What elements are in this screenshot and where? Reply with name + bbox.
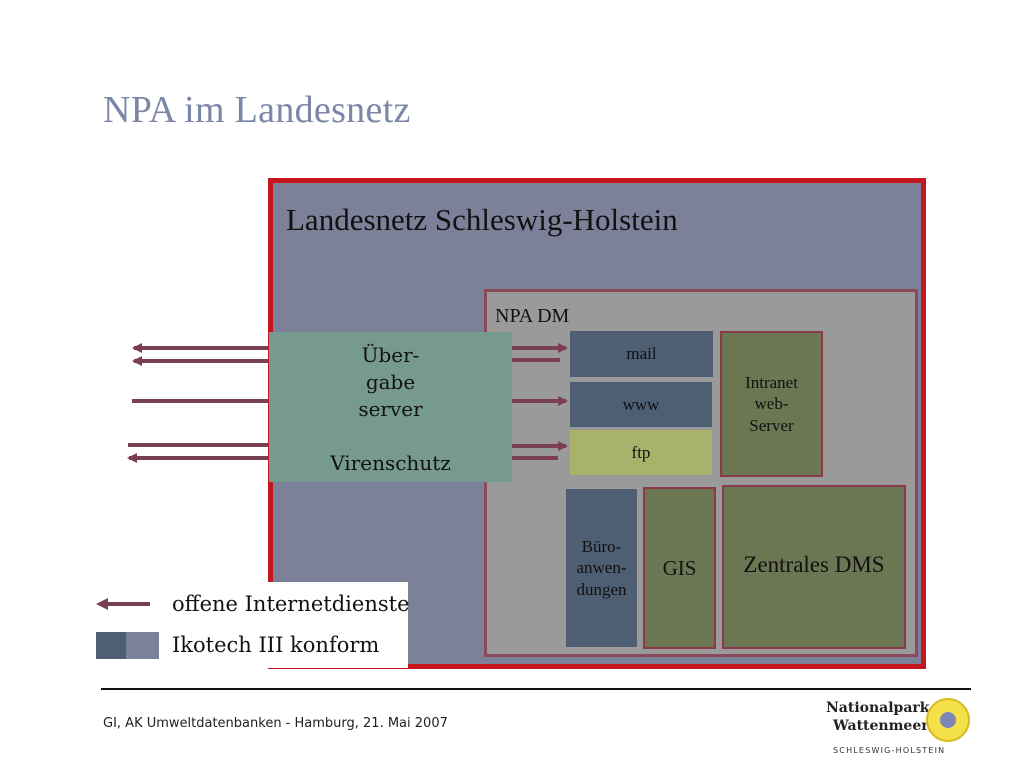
- buero-line-2: anwen-: [576, 558, 627, 578]
- npa-dm-label: NPA DM: [495, 305, 570, 327]
- uebergabe-line-3: server: [358, 397, 423, 421]
- ftp-box: ftp: [570, 430, 712, 475]
- uebergabe-line-1: Über-: [361, 343, 420, 367]
- logo-line-region: SCHLESWIG-HOLSTEIN: [833, 746, 946, 755]
- www-label: www: [622, 394, 660, 414]
- dms-label: Zentrales DMS: [743, 552, 885, 577]
- ftp-label: ftp: [631, 442, 651, 462]
- gis-box: GIS: [643, 487, 716, 649]
- buero-line-3: dungen: [576, 579, 627, 599]
- intranet-line-1: Intranet: [745, 373, 798, 393]
- bueroanwendungen-box: Büro- anwen- dungen: [566, 489, 637, 647]
- mail-box: mail: [570, 331, 713, 377]
- legend-swatch-dark: [96, 632, 126, 659]
- intranet-line-2: web-: [754, 394, 789, 414]
- footer-divider: [101, 688, 971, 690]
- www-box: www: [570, 382, 712, 427]
- intranet-web-server-box: Intranet web- Server: [720, 331, 823, 477]
- gis-label: GIS: [662, 555, 697, 580]
- slide-title: NPA im Landesnetz: [103, 89, 411, 131]
- mail-label: mail: [626, 344, 657, 364]
- uebergabe-line-4: Virenschutz: [330, 451, 451, 475]
- legend-swatch-light: [126, 632, 159, 659]
- logo-line-nationalpark: Nationalpark: [826, 700, 930, 716]
- logo-line-wattenmeer: Wattenmeer: [833, 718, 929, 734]
- landesnetz-title: Landesnetz Schleswig-Holstein: [286, 202, 678, 237]
- buero-line-1: Büro-: [581, 537, 622, 557]
- nationalpark-logo-icon: [926, 698, 970, 742]
- uebergabe-line-2: gabe: [365, 370, 416, 394]
- intranet-line-3: Server: [749, 415, 794, 435]
- uebergabe-server-box: Über- gabe server Virenschutz: [269, 332, 512, 482]
- footer-text: GI, AK Umweltdatenbanken - Hamburg, 21. …: [103, 716, 448, 731]
- legend-label-open-services: offene Internetdienste: [172, 592, 410, 616]
- legend-arrow-icon: [96, 598, 150, 610]
- zentrales-dms-box: Zentrales DMS: [722, 485, 906, 649]
- legend-label-ikotech: Ikotech III konform: [172, 633, 380, 657]
